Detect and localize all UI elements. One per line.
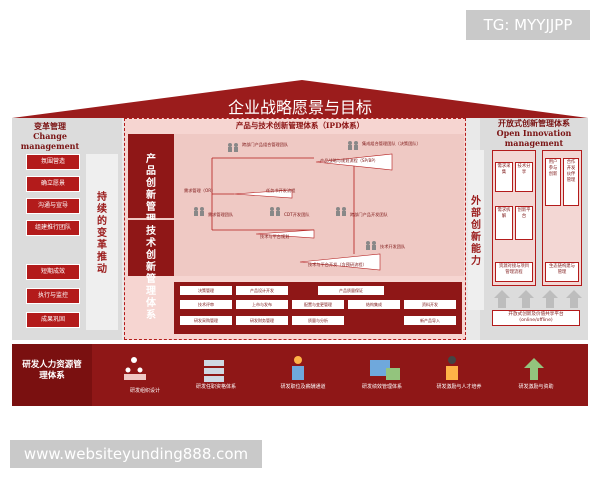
team-icon bbox=[194, 207, 204, 216]
qualification-icon bbox=[204, 360, 224, 382]
performance-icon bbox=[370, 360, 400, 380]
oi-box: 合作开发伙伴管理 bbox=[563, 158, 579, 206]
team-icon bbox=[270, 207, 280, 216]
hr-item: 研发激励与资助 bbox=[518, 384, 554, 390]
change-driver-label: 持续的变革推动 bbox=[97, 192, 107, 275]
process-tag: 结构集成 bbox=[348, 300, 400, 309]
oi-box: 资源对接与项目管理流程 bbox=[495, 262, 533, 282]
flow-team1: 跨部门产品组合管理团队 bbox=[242, 142, 289, 147]
change-title-cn: 变革管理 bbox=[34, 121, 66, 131]
flow-team2: 集成组合管理团队（决策团队） bbox=[362, 141, 421, 146]
oi-title-en: Open Innovation management bbox=[496, 128, 572, 148]
team-icon bbox=[336, 207, 346, 216]
roof bbox=[12, 80, 588, 118]
tech-innovation-panel: 技术创新管理体系 bbox=[128, 220, 174, 321]
change-item: 氛围营造 bbox=[26, 154, 80, 170]
change-item: 执行与监控 bbox=[26, 288, 80, 304]
hr-item: 研发绩效管理体系 bbox=[362, 384, 403, 390]
process-tag: 新产品导入 bbox=[404, 316, 456, 325]
external-capability-column bbox=[468, 150, 484, 310]
process-tag: 研发财务管理 bbox=[236, 316, 288, 325]
watermark-bottom: www.websiteyunding888.com bbox=[10, 440, 262, 468]
change-item: 成果巩固 bbox=[26, 312, 80, 328]
process-tag: 上市与发布 bbox=[236, 300, 288, 309]
team-icon bbox=[348, 141, 358, 150]
tech-panel-label: 技术创新管理体系 bbox=[146, 226, 156, 321]
process-tag: 产品质量保证 bbox=[318, 286, 384, 295]
oi-box: 需求采集 bbox=[495, 162, 513, 192]
hr-title: 研发人力资源管理体系 bbox=[22, 360, 82, 381]
oi-box: 需求拆解 bbox=[495, 206, 513, 240]
hr-title-block bbox=[12, 344, 92, 406]
team-icon bbox=[366, 241, 376, 250]
change-title-en: Change management bbox=[20, 131, 80, 151]
process-tag: 配置与变更管理 bbox=[292, 300, 344, 309]
position-salary-icon bbox=[292, 356, 304, 380]
hr-item: 研发任职资格体系 bbox=[196, 384, 237, 390]
flow-pdt: 跨部门产品开发团队 bbox=[350, 212, 388, 217]
talent-icon bbox=[446, 356, 458, 380]
watermark-top: TG: MYYJJPP bbox=[466, 10, 590, 40]
flow-req-team: 需求管理团队 bbox=[208, 212, 234, 217]
oi-arrows bbox=[494, 290, 582, 308]
team-icon bbox=[228, 143, 238, 152]
hr-item: 研发职位及薪酬通道 bbox=[280, 384, 326, 390]
roof-title: 企业战略愿景与目标 bbox=[227, 98, 372, 117]
oi-box: 用户参与创新 bbox=[545, 158, 561, 206]
ipd-flow-lines bbox=[211, 153, 393, 271]
ipd-title: 产品与技术创新管理体系（IPD体系） bbox=[235, 121, 365, 130]
product-innovation-panel: 产品创新管理体系 bbox=[128, 134, 174, 249]
change-item: 确立愿景 bbox=[26, 176, 80, 192]
oi-box: 创新平台 bbox=[515, 206, 533, 240]
oi-box: 生态链构建与管理 bbox=[545, 262, 579, 282]
flow-task: 任务书开发流程 bbox=[266, 188, 296, 193]
flow-cdt: CDT开发团队 bbox=[284, 212, 310, 217]
change-driver-column bbox=[86, 154, 118, 330]
flow-tech-dev: 技术与平台开发（含预研流程） bbox=[308, 262, 367, 267]
change-item: 沟通与宣导 bbox=[26, 198, 80, 214]
incentive-icon bbox=[524, 358, 544, 380]
hr-item: 研发激励与人才培养 bbox=[436, 384, 482, 390]
process-tag: 决策管理 bbox=[180, 286, 232, 295]
oi-box: 技术分享 bbox=[515, 162, 533, 192]
process-tag: 资料开发 bbox=[404, 300, 456, 309]
flow-tech-team: 技术开发团队 bbox=[380, 244, 406, 249]
external-capability-label: 外部创新能力 bbox=[471, 196, 481, 267]
oi-platform: 开放式创新及价值共享平台(online/offline) bbox=[492, 310, 580, 326]
process-tag: 研发采购管理 bbox=[180, 316, 232, 325]
flow-tech-platform: 技术与平台规划 bbox=[260, 234, 290, 239]
hr-item: 研发组织设计 bbox=[129, 388, 160, 394]
change-item: 组建推行团队 bbox=[26, 220, 80, 236]
org-design-icon bbox=[124, 357, 146, 380]
oi-title-cn: 开放式创新管理体系 bbox=[498, 118, 570, 128]
process-tag: 质量与分析 bbox=[292, 316, 344, 325]
flow-strategy: 产品战略与规划流程（SP/BP） bbox=[320, 158, 379, 163]
process-tag: 技术评审 bbox=[180, 300, 232, 309]
hr-icons bbox=[124, 356, 544, 382]
flow-req: 需求管理（OR） bbox=[184, 188, 216, 193]
change-item: 短期成效 bbox=[26, 264, 80, 280]
process-tag: 产品设计开发 bbox=[236, 286, 288, 295]
